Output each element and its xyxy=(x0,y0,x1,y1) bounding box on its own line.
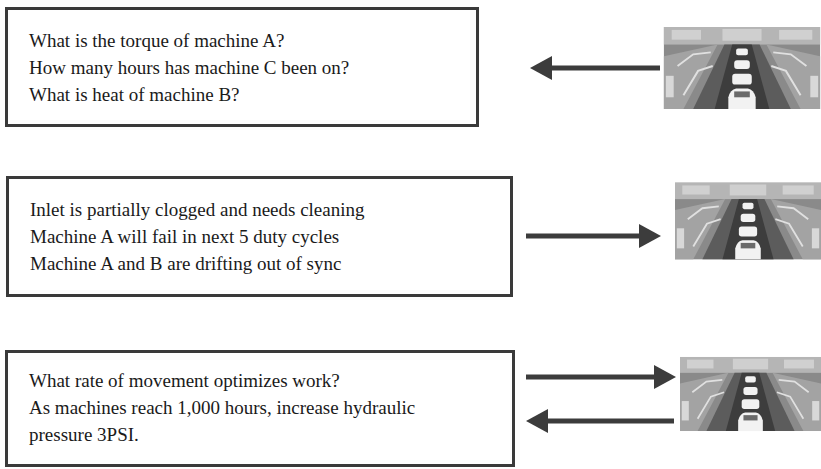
box-text-line: How many hours has machine C been on? xyxy=(29,54,456,81)
factory-image xyxy=(675,183,821,260)
arrow-line xyxy=(526,234,642,239)
factory-image xyxy=(680,357,821,431)
arrow-head xyxy=(654,365,676,389)
arrow-head xyxy=(639,224,661,248)
factory-image xyxy=(664,27,820,109)
arrow-head xyxy=(526,409,548,433)
arrow-line xyxy=(545,419,674,424)
box-text-line: Machine A will fail in next 5 duty cycle… xyxy=(30,223,490,250)
box-text-line: What is heat of machine B? xyxy=(29,81,456,108)
arrow-head xyxy=(530,56,552,80)
box-text-line: What is the torque of machine A? xyxy=(29,27,456,54)
box-text-line: As machines reach 1,000 hours, increase … xyxy=(29,394,434,448)
text-box: What rate of movement optimizes work?As … xyxy=(5,350,515,467)
text-box: Inlet is partially clogged and needs cle… xyxy=(6,176,513,297)
text-box: What is the torque of machine A?How many… xyxy=(5,7,479,127)
arrow-line xyxy=(548,66,660,71)
box-text-line: What rate of movement optimizes work? xyxy=(29,367,434,394)
box-text-line: Inlet is partially clogged and needs cle… xyxy=(30,196,490,223)
arrow-line xyxy=(526,375,657,380)
box-text-line: Machine A and B are drifting out of sync xyxy=(30,250,490,277)
